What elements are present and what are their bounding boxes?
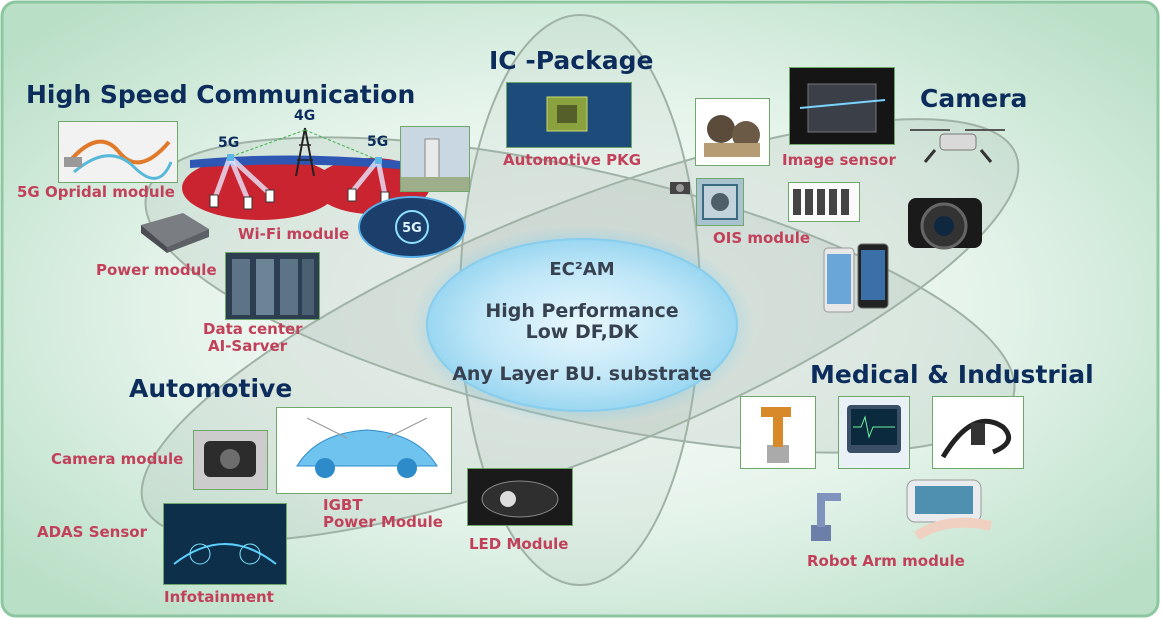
tower-mid-label: 4G	[294, 108, 316, 124]
heading-medical-industrial: Medical & Industrial	[810, 360, 1094, 389]
tower-right-label: 5G	[367, 134, 389, 150]
heading-automotive: Automotive	[129, 374, 293, 403]
5g-antenna-photo	[400, 126, 470, 192]
drone-photo	[905, 122, 1010, 170]
center-line-1: High Performance	[485, 300, 679, 322]
heading-camera: Camera	[920, 84, 1028, 113]
infotainment-photo	[163, 503, 287, 585]
label-camera-module: Camera module	[51, 450, 184, 468]
led-module-photo	[467, 468, 573, 526]
label-data-center: Data center	[203, 320, 303, 338]
label-adas-sensor: ADAS Sensor	[37, 523, 147, 541]
label-ois-module: OIS module	[713, 229, 811, 247]
chip-small-photo	[668, 178, 692, 198]
label-robot-arm-module: Robot Arm module	[807, 552, 965, 570]
center-line-3: Any Layer BU. substrate	[452, 363, 712, 385]
automotive-pkg-photo	[506, 82, 632, 148]
label-automotive-pkg: Automotive PKG	[503, 151, 642, 169]
heading-ic-package: IC -Package	[489, 46, 654, 75]
label-led-module: LED Module	[469, 535, 569, 553]
data-center-photo	[225, 252, 320, 320]
label-5g-opridal-module: 5G Opridal module	[17, 183, 175, 201]
tower-left-label: 5G	[218, 135, 240, 151]
heading-high-speed-communication: High Speed Communication	[26, 80, 416, 109]
endoscope-photo	[932, 396, 1024, 469]
igbt-diagram-photo	[276, 407, 452, 494]
label-infotainment: Infotainment	[164, 588, 274, 606]
center-ellipse	[426, 238, 738, 412]
network-badge-text: 5G	[402, 221, 422, 236]
lens-module-photo	[695, 98, 770, 166]
network-graphic	[182, 127, 430, 220]
ois-strip-photo	[788, 182, 860, 222]
label-power-module: Power module	[96, 261, 217, 279]
wifi-5g-badge: 5G	[358, 196, 466, 258]
label-ai-server: AI-Sarver	[208, 337, 288, 355]
center-title: EC²AM	[549, 259, 615, 280]
label-wifi-module: Wi-Fi module	[238, 225, 350, 243]
industrial-robot-photo	[740, 396, 816, 469]
label-image-sensor: Image sensor	[782, 151, 896, 169]
label-power-module-igbt: Power Module	[323, 513, 443, 531]
robot-arm-photo	[795, 483, 845, 543]
center-line-2: Low DF,DK	[525, 321, 639, 343]
ois-module-photo	[696, 178, 744, 226]
label-igbt: IGBT	[323, 496, 363, 514]
patient-monitor-photo	[838, 396, 910, 469]
medical-device-photo	[887, 476, 997, 548]
smartphone-photo	[822, 242, 890, 316]
power-module-photo	[133, 207, 211, 255]
camera-module-photo	[193, 430, 268, 490]
image-sensor-photo	[789, 67, 895, 145]
dslr-camera-photo	[900, 182, 990, 260]
opridal-module-photo	[58, 121, 178, 183]
